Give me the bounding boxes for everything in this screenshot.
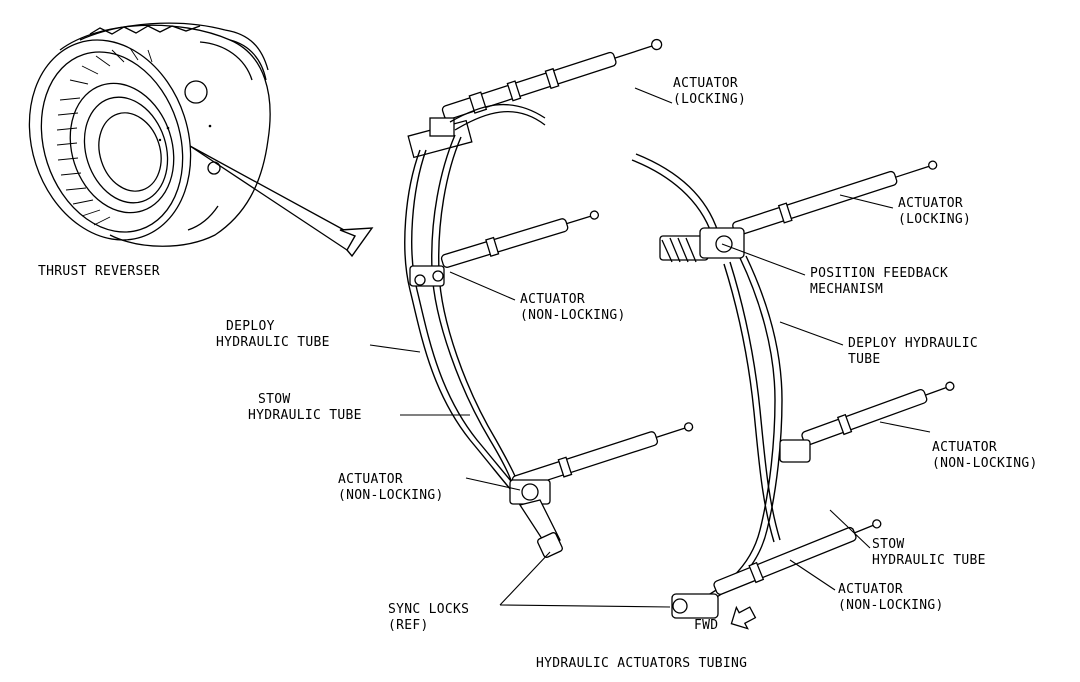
labels: THRUST REVERSER ACTUATOR (LOCKING) ACTUA… — [38, 76, 1038, 671]
left-actuator-nonlocking-upper-label-1: ACTUATOR — [520, 292, 585, 307]
left-deploy-tube-label-2: HYDRAULIC TUBE — [216, 335, 330, 350]
right-deploy-tube-label-2: TUBE — [848, 352, 881, 367]
right-actuator-nonlocking-mid-label-1: ACTUATOR — [932, 440, 997, 455]
left-stow-tube-label-1: STOW — [258, 392, 291, 407]
position-feedback-label-2: MECHANISM — [810, 282, 883, 297]
position-feedback-label-1: POSITION FEEDBACK — [810, 266, 948, 281]
right-actuator-locking-label-1: ACTUATOR — [898, 196, 963, 211]
left-actuator-nonlocking-upper-label-2: (NON-LOCKING) — [520, 308, 626, 323]
left-actuator-nonlocking-lower-label-1: ACTUATOR — [338, 472, 403, 487]
fwd-label: FWD — [694, 618, 718, 633]
right-deploy-tube-label-1: DEPLOY HYDRAULIC — [848, 336, 978, 351]
left-stow-tube-label-2: HYDRAULIC TUBE — [248, 408, 362, 423]
leader-lines — [369, 87, 931, 608]
left-actuator-assembly — [404, 38, 694, 558]
right-actuator-nonlocking-low-label-1: ACTUATOR — [838, 582, 903, 597]
right-actuator-nonlocking-low-label-2: (NON-LOCKING) — [838, 598, 944, 613]
right-actuator-nonlocking-mid-label-2: (NON-LOCKING) — [932, 456, 1038, 471]
right-stow-tube-label-2: HYDRAULIC TUBE — [872, 553, 986, 568]
right-actuator-assembly — [631, 153, 955, 619]
thrust-reverser-illustration — [28, 22, 271, 247]
fwd-arrow-icon — [730, 605, 757, 630]
sync-locks-label-1: SYNC LOCKS — [388, 602, 469, 617]
sync-locks-label-2: (REF) — [388, 618, 429, 633]
diagram-caption: HYDRAULIC ACTUATORS TUBING — [536, 656, 747, 671]
right-stow-tube-label-1: STOW — [872, 537, 905, 552]
left-actuator-nonlocking-lower-label-2: (NON-LOCKING) — [338, 488, 444, 503]
left-actuator-locking-label-2: (LOCKING) — [673, 92, 746, 107]
thrust-reverser-label: THRUST REVERSER — [38, 264, 160, 279]
left-actuator-locking-label-1: ACTUATOR — [673, 76, 738, 91]
left-deploy-tube-label-1: DEPLOY — [226, 319, 275, 334]
zoom-arrow — [189, 145, 374, 258]
right-actuator-locking-label-2: (LOCKING) — [898, 212, 971, 227]
